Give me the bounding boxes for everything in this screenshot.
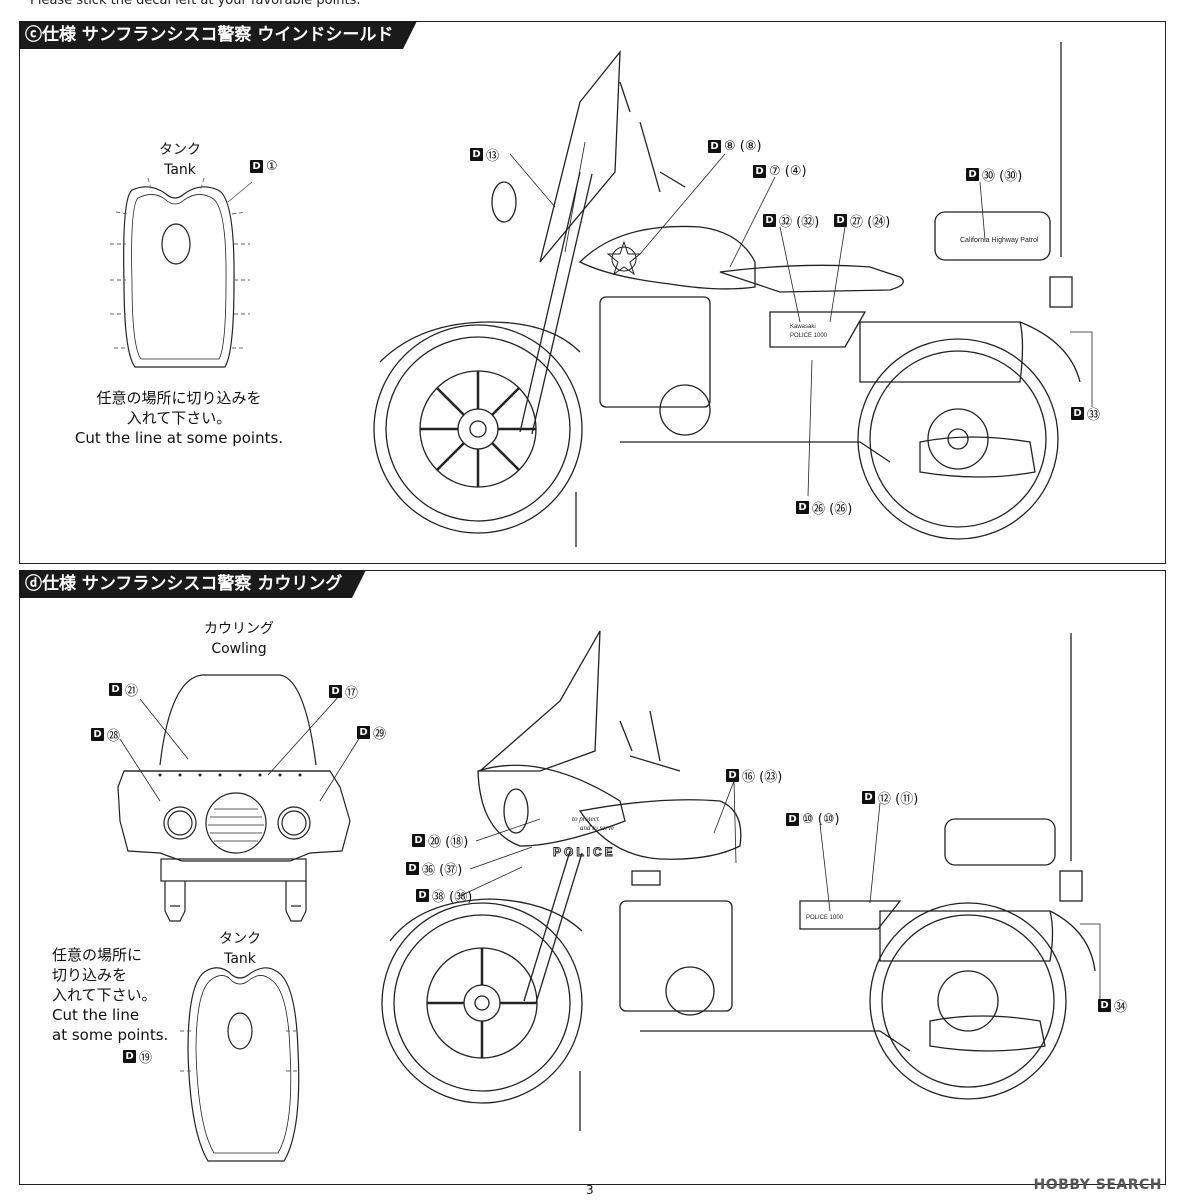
section-d-artwork: POLICE to protect and to serve POLICE 10… bbox=[117, 630, 1101, 1162]
tank-caption-en-d: Tank bbox=[224, 951, 256, 967]
cut-note-line2: 切り込みを bbox=[52, 966, 128, 984]
tank-caption-jp: タンク bbox=[159, 142, 201, 158]
hobby-search-watermark: HOBBY SEARCH bbox=[1033, 1177, 1162, 1193]
police-text-decal: POLICE bbox=[553, 845, 616, 859]
motto-line1: to protect bbox=[572, 815, 600, 823]
tank-decal-outline bbox=[110, 177, 253, 368]
section-c-artwork: California Highway Patrol Kawasaki POLIC… bbox=[110, 42, 1093, 547]
section-d-title: ⓓ仕様 サンフランシスコ警察 カウリング bbox=[19, 570, 367, 598]
cowling-front-view bbox=[117, 674, 351, 922]
tank-caption-en: Tank bbox=[164, 162, 196, 178]
motorcycle-windshield-illustration bbox=[373, 42, 1081, 547]
side-panel-model-text: POLICE 1000 bbox=[790, 333, 828, 339]
cut-note-line1: 任意の場所に bbox=[52, 946, 143, 964]
cowling-caption-en: Cowling bbox=[211, 641, 267, 657]
tank-decal-outline-d bbox=[180, 967, 300, 1162]
section-d-cowling: ⓓ仕様 サンフランシスコ警察 カウリング bbox=[19, 570, 1166, 1185]
cut-note-line5: at some points. bbox=[52, 1026, 169, 1044]
cut-note-line4: Cut the line bbox=[52, 1006, 140, 1024]
section-c-windshield: ⓒ仕様 サンフランシスコ警察 ウインドシールド bbox=[19, 21, 1166, 564]
side-panel-brand-text: Kawasaki bbox=[790, 324, 816, 330]
cut-note-en: Cut the line at some points. bbox=[74, 429, 284, 447]
cut-note-jp-line2: 入れて下さい。 bbox=[126, 409, 232, 427]
cut-note-jp-line1: 任意の場所に切り込みを bbox=[96, 389, 262, 407]
tank-star-badge bbox=[606, 240, 642, 276]
motto-line2: and to serve bbox=[580, 824, 614, 832]
topbox-decal-text: California Highway Patrol bbox=[960, 237, 1039, 244]
decal-instruction-note: Please stick the decal left at your favo… bbox=[30, 0, 361, 8]
cowling-caption-jp: カウリング bbox=[204, 621, 274, 637]
section-c-title: ⓒ仕様 サンフランシスコ警察 ウインドシールド bbox=[19, 21, 418, 49]
side-panel-model-text-d: POLICE 1000 bbox=[806, 915, 844, 921]
motorcycle-cowling-illustration bbox=[381, 630, 1096, 1131]
cut-note-line3: 入れて下さい。 bbox=[52, 986, 157, 1004]
tank-caption-jp-d: タンク bbox=[219, 931, 261, 947]
page-number: 3 bbox=[586, 1183, 594, 1197]
